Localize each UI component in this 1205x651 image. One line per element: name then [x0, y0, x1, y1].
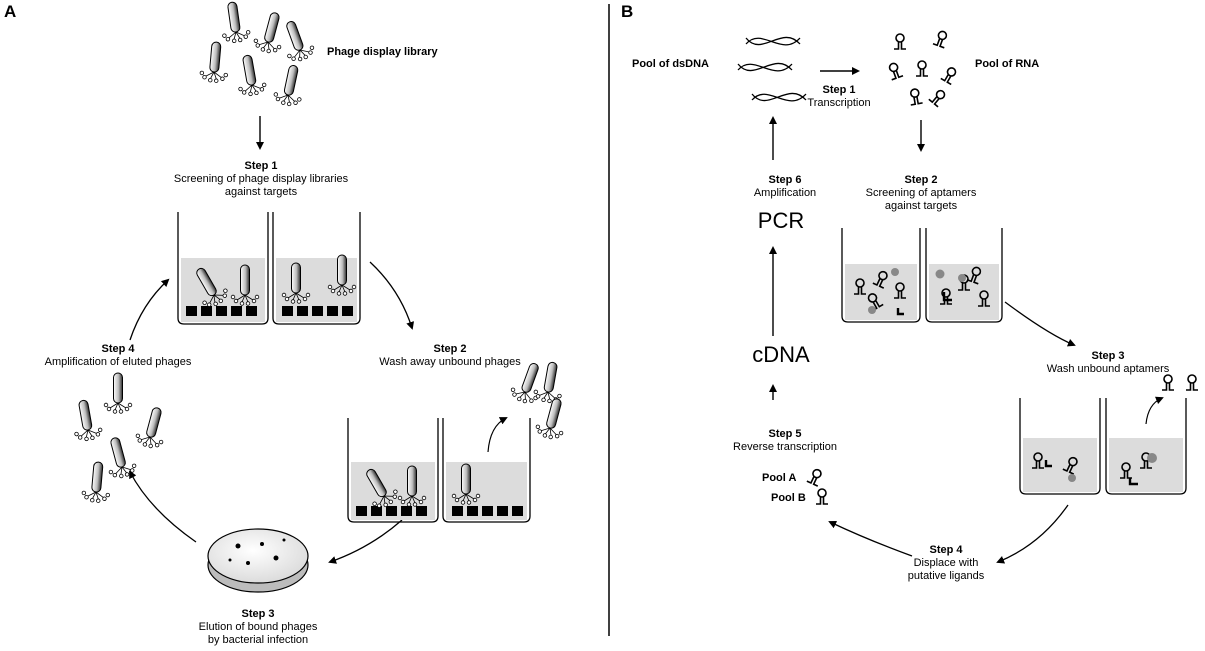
- right-step6-text: Step 6 Amplification: [754, 174, 816, 200]
- right-step3-desc-1: Wash unbound aptamers: [1046, 363, 1170, 375]
- right-step5-arrow: [828, 520, 913, 557]
- right-step1-desc-1: Transcription: [807, 97, 871, 109]
- left-step2-text: Step 2 Wash away unbound phages: [379, 343, 520, 369]
- left-top-wells: [177, 212, 361, 325]
- right-step1-title: Step 1: [822, 84, 856, 96]
- left-step3-desc-2: by bacterial infection: [207, 634, 309, 646]
- right-step3-arrow: [1004, 301, 1076, 347]
- left-step4-title: Step 4: [101, 343, 135, 355]
- phage-library-label: Phage display library: [327, 46, 438, 58]
- right-step2-text: Step 2 Screening of aptamers against tar…: [866, 174, 977, 213]
- pool-b-label: Pool B: [771, 492, 806, 504]
- right-wash-wells: [1019, 374, 1199, 495]
- right-step4-text: Step 4 Displace with putative ligands: [908, 544, 984, 583]
- right-step2-title: Step 2: [904, 174, 938, 186]
- left-step2-desc-1: Wash away unbound phages: [379, 356, 521, 368]
- right-step1-text: Step 1 Transcription: [807, 84, 870, 110]
- pcr-label: PCR: [757, 208, 805, 233]
- left-step2-arrow: [369, 261, 415, 330]
- dsdna-label: Pool of dsDNA: [632, 58, 709, 70]
- left-step1-text: Step 1 Screening of phage display librar…: [174, 160, 348, 199]
- dsdna-pool-icon: [737, 36, 807, 102]
- left-step3-desc-1: Elution of bound phages: [198, 621, 318, 633]
- left-step1-desc-1: Screening of phage display libraries: [173, 173, 349, 185]
- rna-pool-icon: [885, 28, 960, 108]
- left-step3-title: Step 3: [241, 608, 275, 620]
- right-step3-title: Step 3: [1091, 350, 1125, 362]
- right-step5-text: Step 5 Reverse transcription: [733, 428, 837, 454]
- right-step3-text: Step 3 Wash unbound aptamers: [1047, 350, 1170, 376]
- right-step4-arrow: [996, 504, 1069, 564]
- left-step1-desc-2: against targets: [224, 186, 298, 198]
- right-step2-desc-2: against targets: [884, 200, 958, 212]
- right-step5-desc-1: Reverse transcription: [733, 441, 837, 453]
- right-step4-desc-1: Displace with: [913, 557, 979, 569]
- phage-library-cluster: [198, 0, 317, 109]
- left-step4-desc-1: Amplification of eluted phages: [44, 356, 192, 368]
- right-top-wells: [841, 228, 1003, 323]
- left-step3-arrow: [328, 519, 403, 564]
- left-wash-wells: [347, 358, 572, 523]
- pool-aptamer-icons: [806, 466, 829, 505]
- panel-b-label: B: [621, 2, 634, 21]
- left-step1-title: Step 1: [244, 160, 278, 172]
- right-step4-desc-2: putative ligands: [907, 570, 985, 582]
- left-step3-text: Step 3 Elution of bound phages by bacter…: [199, 608, 318, 647]
- right-step6-desc-1: Amplification: [753, 187, 817, 199]
- left-step2-title: Step 2: [433, 343, 467, 355]
- eluted-phages: [68, 372, 172, 504]
- petri-dish: [207, 528, 309, 593]
- left-step1-return-arrow: [129, 278, 170, 341]
- panel-a-label: A: [4, 2, 17, 21]
- right-step5-title: Step 5: [768, 428, 802, 440]
- right-step6-title: Step 6: [768, 174, 802, 186]
- right-step4-title: Step 4: [929, 544, 963, 556]
- rna-label: Pool of RNA: [975, 58, 1040, 70]
- pool-a-label: Pool A: [762, 472, 797, 484]
- left-step4-arrow: [129, 470, 197, 543]
- cdna-label: cDNA: [752, 342, 810, 367]
- left-step4-text: Step 4 Amplification of eluted phages: [45, 343, 192, 369]
- right-step2-desc-1: Screening of aptamers: [865, 187, 977, 199]
